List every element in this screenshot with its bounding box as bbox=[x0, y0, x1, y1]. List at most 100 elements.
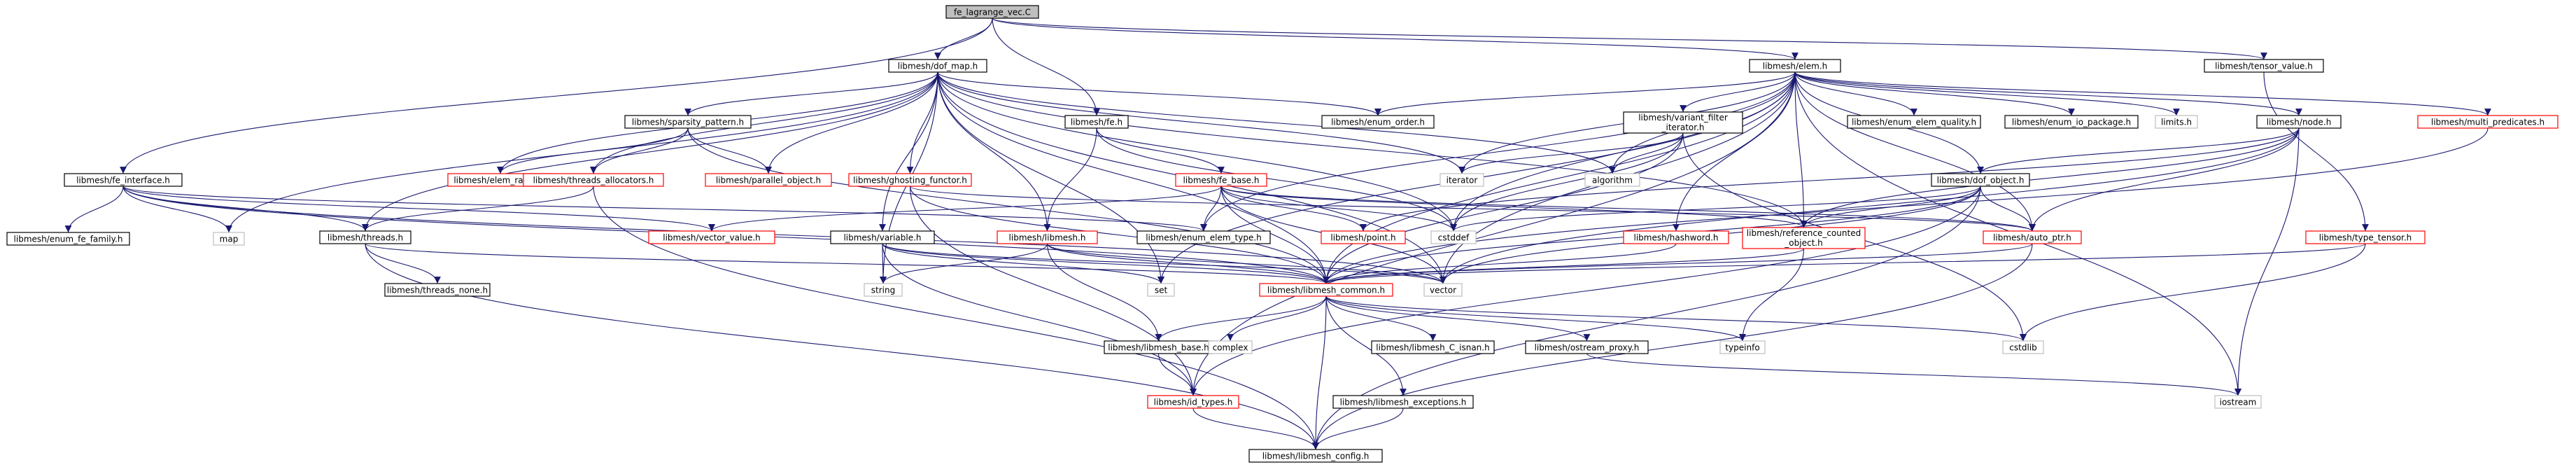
node-id-types[interactable]: libmesh/id_types.h bbox=[1147, 395, 1239, 409]
node-label: libmesh/dof_object.h bbox=[1937, 176, 2025, 186]
node-label: fe_lagrange_vec.C bbox=[954, 8, 1031, 18]
node-libmesh-config[interactable]: libmesh/libmesh_config.h bbox=[1248, 449, 1383, 463]
edge-dof_map-to-algorithm bbox=[937, 71, 1616, 174]
edge-elem-to-limits bbox=[1794, 71, 2180, 116]
node-root[interactable]: fe_lagrange_vec.C bbox=[945, 5, 1039, 19]
node-sparsity-pattern[interactable]: libmesh/sparsity_pattern.h bbox=[624, 115, 752, 129]
edge-dof_map-to-set bbox=[937, 71, 1164, 284]
node-dof-map[interactable]: libmesh/dof_map.h bbox=[888, 59, 987, 73]
edge-variable-to-vector bbox=[882, 243, 1447, 284]
node-cstdlib: cstdlib bbox=[2002, 340, 2044, 354]
edge-libmesh_common-to-libmesh_exceptions bbox=[1325, 295, 1407, 396]
edge-fe-to-fe_base bbox=[1096, 127, 1225, 174]
node-fe[interactable]: libmesh/fe.h bbox=[1064, 115, 1129, 129]
node-enum-elem-quality[interactable]: libmesh/enum_elem_quality.h bbox=[1847, 115, 1981, 129]
node-libmesh-base[interactable]: libmesh/libmesh_base.h bbox=[1104, 340, 1213, 354]
node-label: libmesh/libmesh.h bbox=[1009, 233, 1086, 243]
node-box bbox=[384, 283, 491, 297]
node-multi-predicates[interactable]: libmesh/multi_predicates.h bbox=[2417, 115, 2559, 129]
node-libmesh-exceptions[interactable]: libmesh/libmesh_exceptions.h bbox=[1332, 395, 1474, 409]
edge-type_tensor-to-cstdlib bbox=[2020, 243, 2366, 342]
node-box bbox=[6, 232, 130, 246]
node-enum-io-package[interactable]: libmesh/enum_io_package.h bbox=[2004, 115, 2139, 129]
edge-sparsity_pattern-to-parallel_object bbox=[687, 127, 772, 174]
edge-fe-to-cstddef bbox=[1096, 127, 1457, 232]
node-label: libmesh/ostream_proxy.h bbox=[1535, 343, 1640, 353]
node-enum-order[interactable]: libmesh/enum_order.h bbox=[1321, 115, 1435, 129]
edge-root-to-elem bbox=[992, 18, 1799, 60]
node-box bbox=[1175, 173, 1267, 187]
node-type-tensor[interactable]: libmesh/type_tensor.h bbox=[2305, 230, 2426, 244]
edge-fe-to-libmesh_h bbox=[1043, 127, 1097, 232]
edge-dof_map-to-threads_allocators bbox=[590, 71, 938, 174]
node-variable[interactable]: libmesh/variable.h bbox=[830, 230, 935, 244]
node-label: libmesh/libmesh_config.h bbox=[1262, 452, 1370, 461]
node-label: libmesh/sparsity_pattern.h bbox=[632, 118, 744, 127]
node-box bbox=[997, 230, 1098, 244]
node-reference-counted[interactable]: libmesh/reference_counted_object.h bbox=[1742, 227, 1866, 249]
node-label: algorithm bbox=[1592, 176, 1633, 186]
node-box bbox=[830, 230, 935, 244]
node-box bbox=[705, 173, 832, 187]
edge-id_types-to-libmesh_config bbox=[1192, 407, 1319, 450]
node-variant-filter[interactable]: libmesh/variant_filter_iterator.h bbox=[1623, 111, 1743, 134]
node-dof-object[interactable]: libmesh/dof_object.h bbox=[1931, 173, 2030, 187]
node-string: string bbox=[864, 283, 903, 297]
node-elem[interactable]: libmesh/elem.h bbox=[1749, 59, 1841, 73]
node-threads-allocators[interactable]: libmesh/threads_allocators.h bbox=[523, 173, 664, 187]
edge-fe_base-to-vector_value bbox=[708, 186, 1222, 232]
edge-elem-to-variant_filter bbox=[1680, 71, 1796, 113]
node-label: libmesh/parallel_object.h bbox=[716, 176, 821, 186]
edge-dof_object-to-cstddef bbox=[1450, 186, 1981, 232]
edge-fe_base-to-cstddef bbox=[1220, 186, 1457, 232]
node-iterator: iterator bbox=[1440, 173, 1484, 187]
node-ostream-proxy[interactable]: libmesh/ostream_proxy.h bbox=[1525, 340, 1649, 354]
edge-type_tensor-to-libmesh_common bbox=[1323, 243, 2366, 284]
edge-root-to-dof_map bbox=[934, 18, 993, 60]
node-ghosting-functor[interactable]: libmesh/ghosting_functor.h bbox=[848, 173, 972, 187]
node-label: libmesh/ghosting_functor.h bbox=[853, 176, 967, 186]
node-tensor-value[interactable]: libmesh/tensor_value.h bbox=[2204, 59, 2324, 73]
node-libmesh-c-isnan[interactable]: libmesh/libmesh_C_isnan.h bbox=[1371, 340, 1495, 354]
node-box bbox=[1719, 340, 1766, 354]
edge-variable-to-libmesh_common bbox=[882, 243, 1330, 284]
node-threads[interactable]: libmesh/threads.h bbox=[319, 230, 411, 244]
node-label: map bbox=[220, 235, 239, 244]
node-fe-interface[interactable]: libmesh/fe_interface.h bbox=[64, 173, 183, 187]
node-box bbox=[1208, 340, 1253, 354]
node-box bbox=[1321, 115, 1435, 129]
node-threads-none[interactable]: libmesh/threads_none.h bbox=[384, 283, 491, 297]
edge-ghosting_functor-to-libmesh_common bbox=[909, 186, 1330, 284]
edge-threads-to-libmesh_common bbox=[365, 243, 1330, 284]
edge-dof_map-to-libmesh_common bbox=[937, 71, 1330, 284]
node-fe-base[interactable]: libmesh/fe_base.h bbox=[1175, 173, 1267, 187]
node-box bbox=[1147, 395, 1239, 409]
edge-fe_base-to-point bbox=[1220, 186, 1367, 232]
node-point[interactable]: libmesh/point.h bbox=[1321, 230, 1406, 244]
node-label: libmesh/dof_map.h bbox=[898, 62, 978, 71]
node-hashword[interactable]: libmesh/hashword.h bbox=[1623, 230, 1729, 244]
node-enum-fe-family[interactable]: libmesh/enum_fe_family.h bbox=[6, 232, 130, 246]
node-enum-elem-type[interactable]: libmesh/enum_elem_type.h bbox=[1136, 230, 1271, 244]
edge-root-to-fe_interface bbox=[120, 18, 993, 174]
node-label: libmesh/enum_fe_family.h bbox=[14, 235, 123, 244]
node-libmesh-h[interactable]: libmesh/libmesh.h bbox=[997, 230, 1098, 244]
node-label: vector bbox=[1430, 286, 1456, 295]
node-label-line: _iterator.h bbox=[1661, 123, 1704, 132]
node-label: libmesh/id_types.h bbox=[1154, 398, 1233, 407]
edge-dof_map-to-reference_counted bbox=[937, 71, 1808, 228]
node-label: cstddef bbox=[1438, 233, 1470, 243]
node-box bbox=[1623, 111, 1743, 134]
node-box bbox=[64, 173, 183, 187]
node-algorithm: algorithm bbox=[1584, 173, 1640, 187]
node-box bbox=[319, 230, 411, 244]
node-parallel-object[interactable]: libmesh/parallel_object.h bbox=[705, 173, 832, 187]
edge-threads-to-threads_none bbox=[365, 243, 441, 284]
node-libmesh-common[interactable]: libmesh/libmesh_common.h bbox=[1259, 283, 1393, 297]
node-vector-value[interactable]: libmesh/vector_value.h bbox=[648, 230, 775, 244]
node-node[interactable]: libmesh/node.h bbox=[2256, 115, 2342, 129]
node-auto-ptr[interactable]: libmesh/auto_ptr.h bbox=[1983, 230, 2082, 244]
edge-elem-to-id_types bbox=[1190, 71, 1796, 396]
edge-elem-to-libmesh_common bbox=[1323, 71, 1796, 284]
node-typeinfo: typeinfo bbox=[1719, 340, 1766, 354]
